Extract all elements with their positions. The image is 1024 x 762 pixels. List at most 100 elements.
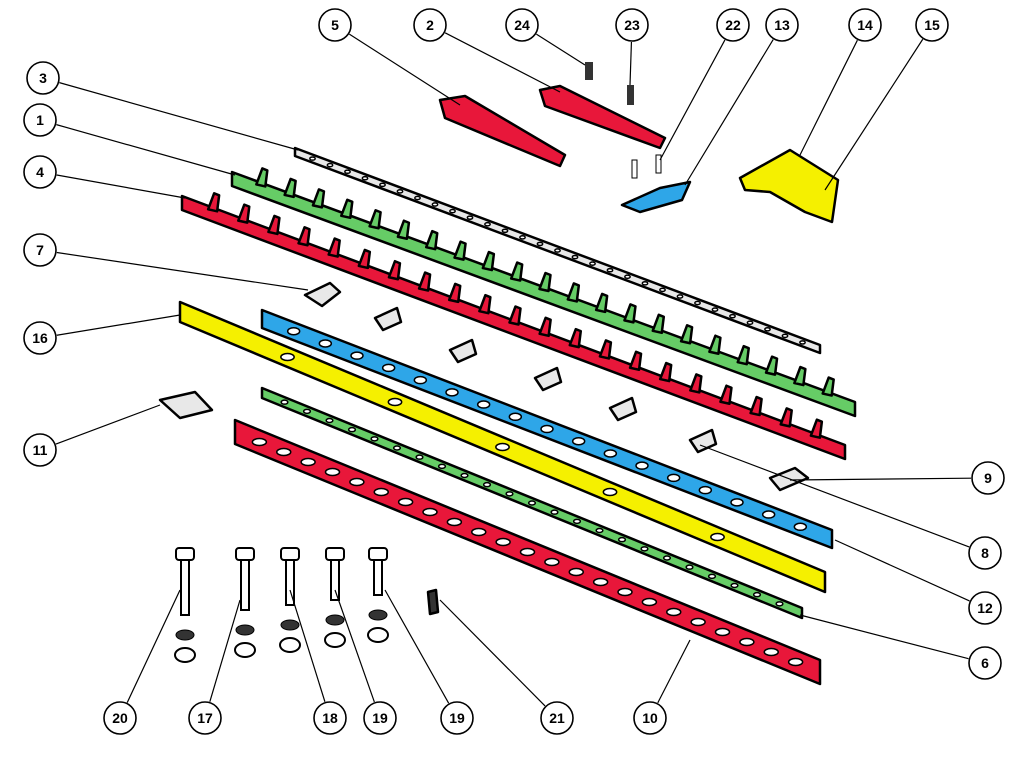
part-12-blue-bar-hole: [318, 339, 333, 348]
leader-line: [834, 539, 970, 602]
callout-label: 10: [642, 710, 658, 726]
callout-circle: [505, 8, 539, 42]
part-8-guard: [533, 366, 563, 392]
part-12-blue-bar-hole: [666, 473, 681, 483]
part-4-red-section-tooth: [658, 361, 673, 383]
part-10-red-bar-hole: [373, 487, 389, 497]
bolt: [324, 547, 346, 648]
part-11-clip: [158, 390, 214, 420]
leader-line: [789, 477, 972, 481]
part-4-red-section-body: [180, 194, 847, 461]
part-12-blue-bar-hole: [635, 461, 649, 470]
part-3-knife-back-hole: [711, 307, 719, 312]
part-3-knife-back-hole: [554, 248, 561, 253]
part-6-green-strip-hole: [505, 491, 514, 497]
nut: [279, 637, 301, 653]
part-4-red-section-tooth: [538, 316, 552, 338]
leader-lines: [55, 32, 972, 707]
part-6-green-strip-hole: [460, 472, 469, 479]
part-3-knife-back-hole: [729, 313, 736, 319]
part-3-knife-back-hole: [764, 326, 771, 332]
callout-12: 12: [968, 591, 1002, 625]
part-1-green-section-tooth: [481, 250, 496, 272]
leader-line: [657, 639, 691, 704]
callout-6: 6: [968, 646, 1002, 680]
callout-label: 4: [36, 164, 44, 180]
part-3-knife-back-hole: [484, 221, 491, 227]
callout-label: 7: [36, 242, 44, 258]
part-3-knife-back-hole: [641, 280, 649, 286]
part-8-guard: [373, 306, 403, 332]
part-3-knife-back-hole: [396, 189, 404, 194]
callout-label: 2: [426, 17, 434, 33]
callout-5: 5: [318, 8, 352, 42]
part-12-blue-bar-hole: [508, 412, 523, 422]
bolt-head: [280, 547, 300, 561]
part-13-plate: [620, 180, 692, 214]
part-1-green-section-tooth: [708, 334, 722, 355]
part-3-knife-back-hole: [571, 254, 579, 260]
callout-16: 16: [23, 321, 57, 355]
leader-line: [799, 39, 858, 156]
leader-line: [348, 33, 461, 106]
part-4-red-section-tooth: [809, 418, 824, 439]
part-8-guard: [608, 396, 638, 422]
callout-4: 4: [23, 155, 57, 189]
callout-label: 19: [449, 710, 465, 726]
callout-8: 8: [968, 536, 1002, 570]
part-10-red-bar-hole: [471, 527, 487, 537]
part-1-green-section-tooth: [283, 177, 297, 199]
part-1-green-section-tooth: [566, 282, 581, 303]
part-12-blue-bar-hole: [445, 388, 459, 397]
leader-line: [384, 589, 450, 704]
part-3-knife-back-hole: [344, 169, 351, 175]
bolt-shank: [240, 559, 250, 611]
part-6-green-strip-hole: [347, 426, 357, 433]
callout-19: 19: [363, 701, 397, 735]
leader-line: [629, 41, 633, 86]
part-1-green-section-tooth: [594, 292, 609, 314]
callout-circle: [23, 321, 57, 355]
part-1-green-section-tooth: [764, 355, 779, 376]
part-1-green-section-tooth: [679, 324, 694, 345]
part-16-yellow-bar-hole: [495, 442, 510, 452]
part-10-red-bar-hole: [641, 597, 658, 607]
bolt-head: [175, 547, 195, 561]
bolt: [367, 547, 389, 643]
part-6-green-strip-hole: [550, 509, 559, 515]
part-8-guard: [448, 338, 478, 364]
part-6-green-strip-hole: [662, 555, 672, 561]
callout-label: 20: [112, 710, 128, 726]
callout-circle: [440, 701, 474, 735]
part-10-red-bar-hole: [592, 577, 609, 587]
callout-circle: [318, 8, 352, 42]
part-3-knife-back: [293, 146, 822, 355]
leader-line: [334, 589, 375, 703]
part-16-yellow-bar-hole: [387, 397, 403, 407]
part-10-red-bar-hole: [568, 567, 584, 577]
part-4-red-section-tooth: [267, 214, 281, 236]
part-3-knife-back-hole: [746, 320, 754, 326]
part-16-yellow-bar-hole: [280, 352, 295, 362]
leader-line: [799, 614, 969, 660]
callout-circle: [915, 8, 949, 42]
part-3-knife-back-hole: [589, 261, 596, 266]
part-12-blue-bar-hole: [413, 375, 428, 385]
part-4-red-section-tooth: [689, 373, 703, 394]
part-10-red-bar-hole: [422, 507, 438, 517]
part-1-green-section-tooth: [453, 240, 467, 261]
part-1-green-section-tooth: [821, 376, 835, 397]
part-12-blue-bar-hole: [793, 522, 808, 532]
leader-line: [659, 39, 726, 161]
washer: [280, 619, 300, 631]
part-10-red-bar-hole: [666, 607, 682, 617]
leader-line: [444, 32, 561, 93]
leader-line: [126, 589, 181, 703]
callout-9: 9: [971, 461, 1005, 495]
callout-label: 11: [33, 442, 48, 458]
callout-11: 11: [23, 433, 57, 467]
part-6-green-strip-hole: [617, 536, 627, 543]
callout-circle: [23, 433, 57, 467]
callout-label: 22: [725, 17, 741, 33]
callout-circle: [23, 103, 57, 137]
